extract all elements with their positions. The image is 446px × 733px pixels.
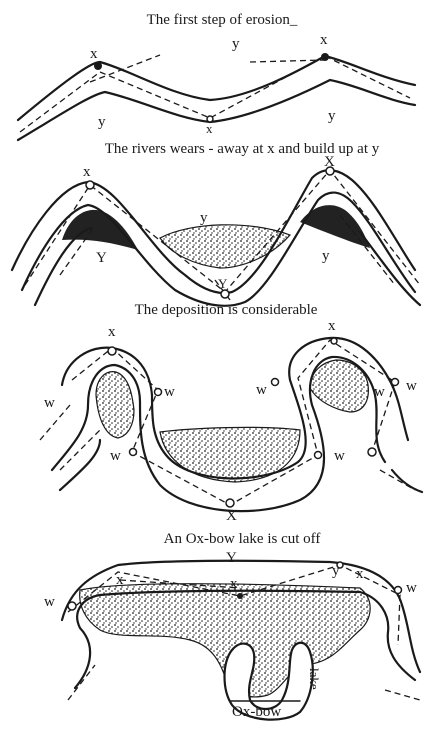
stage-4: An Ox-bow lake is cut off Y y x x x w w … [44, 531, 420, 720]
stage-4-point-w-right [395, 587, 402, 594]
stage-1-caption: The first step of erosion_ [147, 12, 298, 28]
stage-3-label-w1: w [44, 395, 55, 411]
stage-3-point-w-f [368, 448, 376, 456]
stage-3-label-w6: w [374, 384, 385, 400]
stage-1-label-y-top: y [232, 36, 240, 52]
stage-2-label-x-right: X [324, 154, 335, 170]
stage-3-label-x-bottom: X [226, 508, 237, 524]
stage-3-label-w2: w [164, 384, 175, 400]
stage-3-deposit-center [160, 427, 300, 482]
stage-4-label-w-right: w [406, 580, 417, 596]
stage-3-label-w4: w [256, 382, 267, 398]
stage-1-point-x-right [321, 53, 329, 61]
stage-2-point-y-bottom [221, 290, 229, 298]
stage-1-label-x-bottom: x [206, 121, 213, 136]
stage-1-channel-dashes-2 [90, 55, 325, 82]
stage-3-point-x-right [331, 338, 337, 344]
stage-4-label-x3: x [356, 566, 364, 582]
stage-4-label-oxbow: Ox-bow [232, 704, 281, 720]
stage-3-label-w7: w [406, 378, 417, 394]
stage-4-label-x2: x [230, 576, 238, 592]
stage-3-point-w-d [315, 452, 322, 459]
stage-1-label-y-right: y [328, 108, 336, 124]
stage-2-label-y-left: Y [96, 250, 107, 266]
stage-3: The deposition is considerable x x X w w… [40, 302, 422, 524]
stage-3-label-w3: w [110, 448, 121, 464]
stage-3-point-x-left [108, 347, 116, 355]
stage-1-label-x-right: x [320, 32, 328, 48]
stage-4-point-x-center [237, 593, 243, 599]
stage-2-point-x-left [86, 181, 94, 189]
stage-2-label-x-left: x [83, 164, 91, 180]
stage-3-point-w-b [130, 449, 137, 456]
stage-2-deposit-left [62, 210, 138, 250]
stage-3-label-x-left: x [108, 324, 116, 340]
stage-4-label-x1: x [116, 572, 124, 588]
stage-3-point-x-bottom [226, 499, 234, 507]
stage-2-label-y-right: y [322, 248, 330, 264]
stage-3-point-w-a [155, 389, 162, 396]
stage-3-deposit-left [96, 372, 134, 438]
stage-4-label-w-left: w [44, 594, 55, 610]
stage-3-label-x-right: x [328, 318, 336, 334]
stage-3-label-w5: w [334, 448, 345, 464]
stage-2-caption: The rivers wears - away at x and build u… [105, 141, 380, 157]
stage-4-label-lake: lake [307, 668, 322, 690]
stage-4-point-w-left [68, 602, 76, 610]
stage-1-label-x-left: x [90, 46, 98, 62]
stage-4-label-y-left: Y [226, 550, 237, 566]
stage-1-label-y-left: y [98, 114, 106, 130]
stage-4-caption: An Ox-bow lake is cut off [164, 531, 321, 547]
stage-3-caption: The deposition is considerable [135, 302, 318, 318]
stage-2-label-y-bottom: Y [218, 276, 228, 291]
stage-1-point-x-left [94, 62, 102, 70]
stage-4-label-y-right: y [332, 563, 340, 579]
stage-2-deposit-center [160, 225, 290, 268]
stage-3-point-w-e [392, 379, 399, 386]
stage-1: The first step of erosion_ x x x y y y [18, 12, 415, 140]
stage-2: The rivers wears - away at x and build u… [12, 141, 420, 306]
stage-3-point-w-c [272, 379, 279, 386]
stage-2-label-y-center: y [200, 210, 208, 226]
